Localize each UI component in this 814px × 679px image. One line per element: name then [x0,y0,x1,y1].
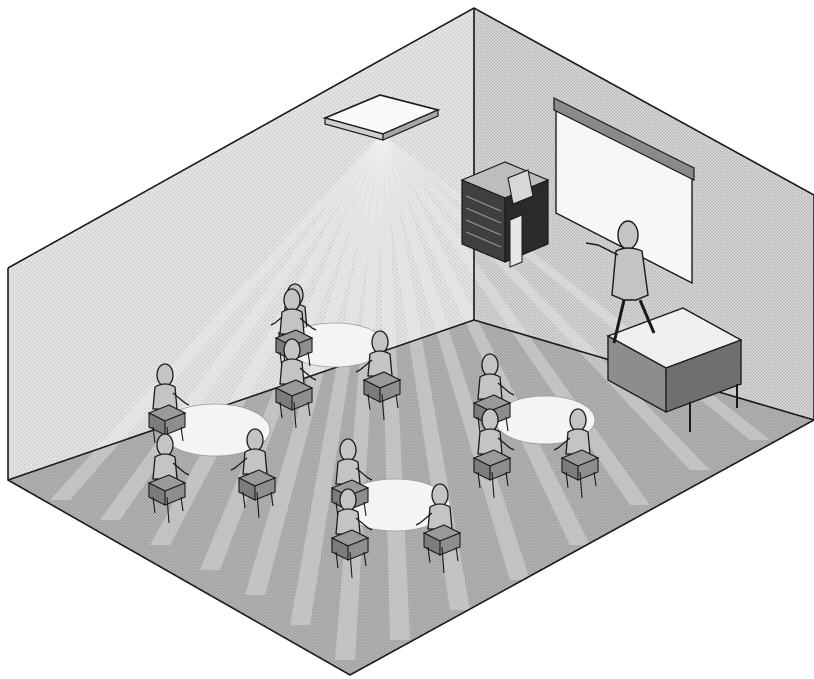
teacher-head [618,221,638,249]
teacher-body [612,248,648,300]
